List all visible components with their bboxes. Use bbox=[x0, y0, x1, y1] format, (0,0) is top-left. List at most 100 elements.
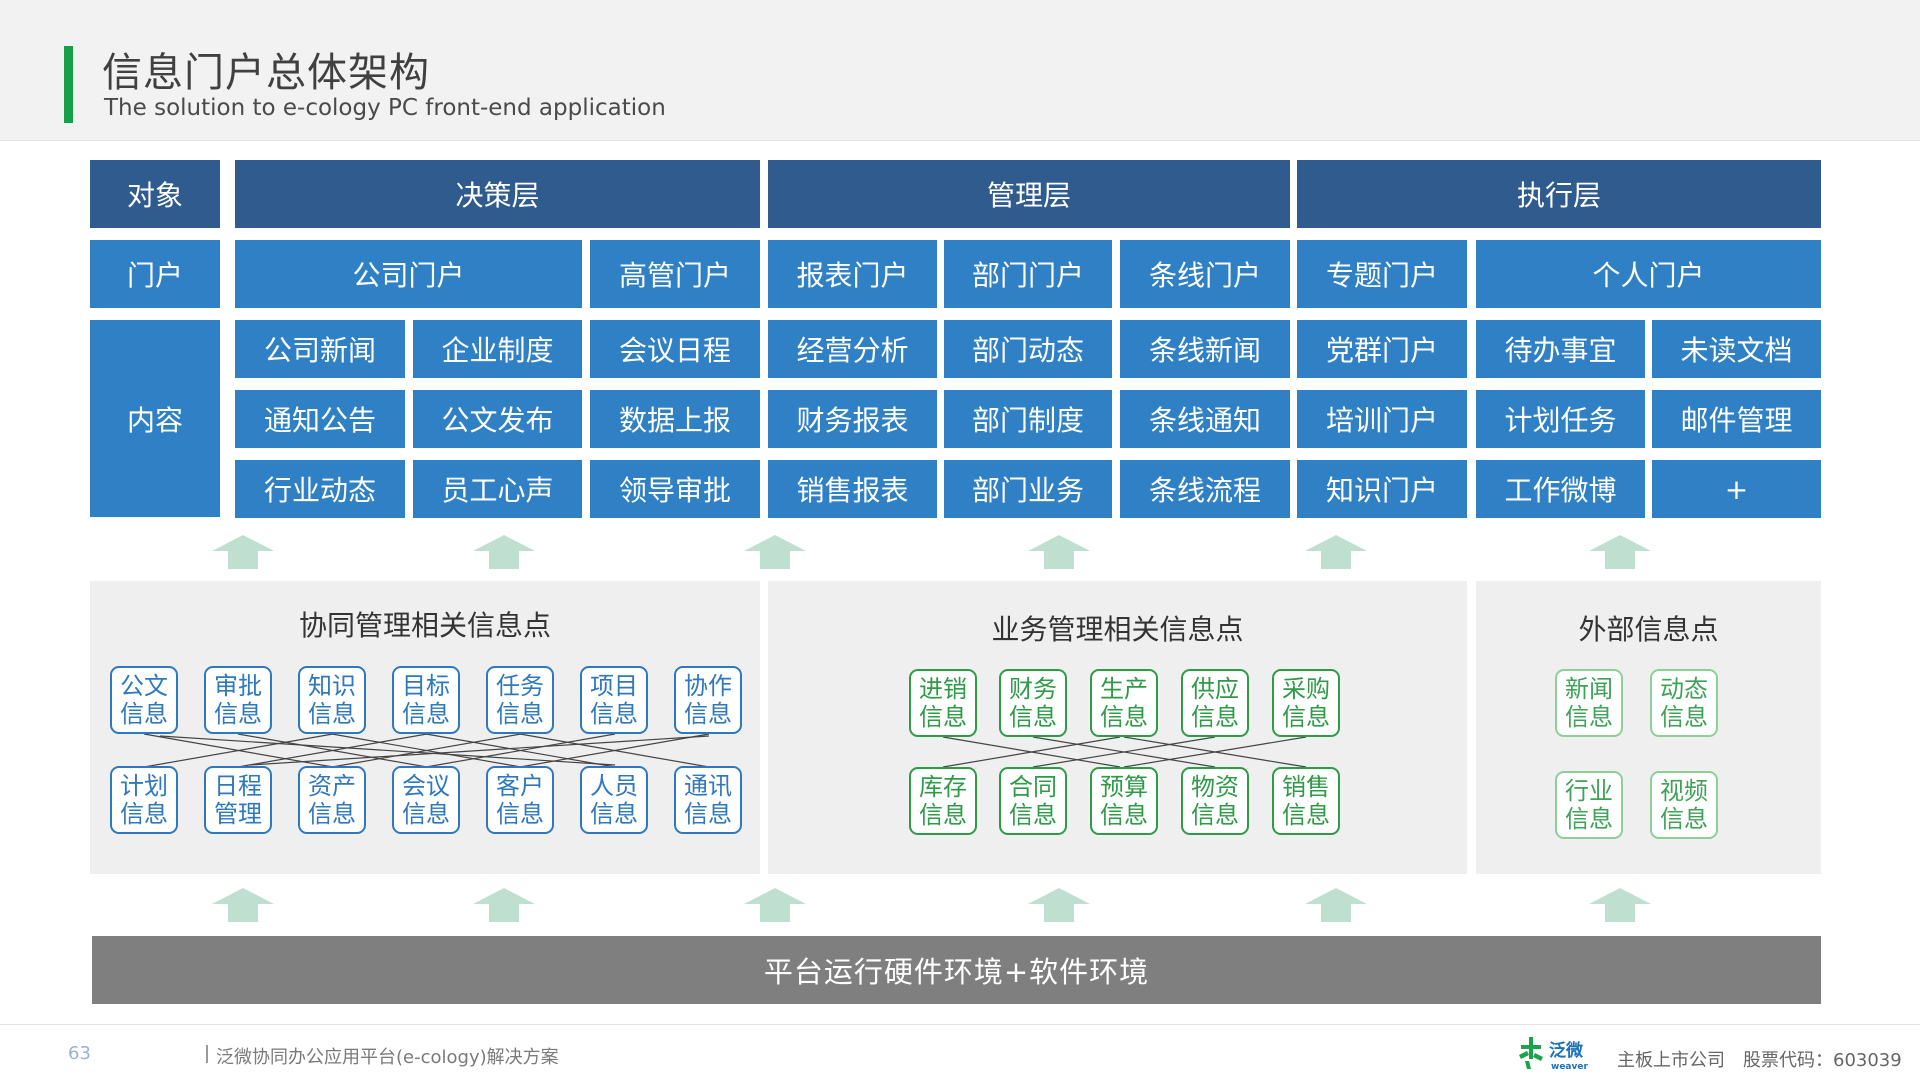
content-cell: 待办事宜 bbox=[1476, 320, 1645, 378]
portal-company: 公司门户 bbox=[235, 240, 582, 308]
arrow-up-icon bbox=[1028, 888, 1090, 922]
header: 信息门户总体架构 The solution to e-cology PC fro… bbox=[0, 0, 1920, 141]
svg-text:weaver: weaver bbox=[1551, 1062, 1588, 1072]
portal-personal: 个人门户 bbox=[1476, 240, 1821, 308]
content-cell: 员工心声 bbox=[413, 460, 582, 518]
svg-text:泛微: 泛微 bbox=[1549, 1040, 1584, 1061]
info-chip: 资产 信息 bbox=[298, 766, 366, 834]
footer-divider bbox=[0, 1024, 1920, 1025]
content-cell: 企业制度 bbox=[413, 320, 582, 378]
content-cell: 财务报表 bbox=[768, 390, 937, 448]
portal-label-cell: 门户 bbox=[90, 240, 220, 308]
info-chip: 销售 信息 bbox=[1272, 767, 1340, 835]
content-cell: 条线通知 bbox=[1120, 390, 1290, 448]
content-cell: 条线流程 bbox=[1120, 460, 1290, 518]
arrow-up-icon bbox=[1028, 535, 1090, 569]
panel-external: 外部信息点 bbox=[1476, 581, 1821, 874]
accent-bar bbox=[64, 46, 73, 123]
content-cell: 部门制度 bbox=[944, 390, 1112, 448]
layer-label-cell: 对象 bbox=[90, 160, 220, 228]
content-cell: 行业动态 bbox=[235, 460, 405, 518]
info-chip: 通讯 信息 bbox=[674, 766, 742, 834]
info-chip: 会议 信息 bbox=[392, 766, 460, 834]
arrow-up-icon bbox=[1589, 888, 1651, 922]
platform-bar: 平台运行硬件环境+软件环境 bbox=[92, 936, 1821, 1004]
info-chip: 库存 信息 bbox=[909, 767, 977, 835]
info-chip: 财务 信息 bbox=[999, 669, 1067, 737]
info-chip: 日程 管理 bbox=[204, 766, 272, 834]
portal-executive: 高管门户 bbox=[590, 240, 760, 308]
content-cell: 会议日程 bbox=[590, 320, 760, 378]
content-cell: 销售报表 bbox=[768, 460, 937, 518]
info-chip: 人员 信息 bbox=[580, 766, 648, 834]
arrow-up-icon bbox=[212, 535, 274, 569]
info-chip: 合同 信息 bbox=[999, 767, 1067, 835]
content-cell: 公司新闻 bbox=[235, 320, 405, 378]
content-cell: 部门业务 bbox=[944, 460, 1112, 518]
panel-title: 业务管理相关信息点 bbox=[991, 613, 1244, 646]
content-cell: 数据上报 bbox=[590, 390, 760, 448]
content-label-cell: 内容 bbox=[90, 320, 220, 517]
info-chip: 项目 信息 bbox=[580, 666, 648, 734]
info-chip: 任务 信息 bbox=[486, 666, 554, 734]
portal-topic: 专题门户 bbox=[1297, 240, 1467, 308]
info-chip: 物资 信息 bbox=[1181, 767, 1249, 835]
info-chip: 行业 信息 bbox=[1555, 771, 1623, 839]
content-cell: 公文发布 bbox=[413, 390, 582, 448]
info-chip: 知识 信息 bbox=[298, 666, 366, 734]
content-cell: + bbox=[1652, 460, 1821, 518]
weaver-logo: 泛微 weaver bbox=[1515, 1033, 1599, 1073]
info-chip: 公文 信息 bbox=[110, 666, 178, 734]
page-subtitle: The solution to e-cology PC front-end ap… bbox=[104, 95, 666, 121]
page-title: 信息门户总体架构 bbox=[102, 50, 430, 96]
content-cell: 党群门户 bbox=[1297, 320, 1467, 378]
info-chip: 新闻 信息 bbox=[1555, 669, 1623, 737]
info-chip: 预算 信息 bbox=[1090, 767, 1158, 835]
layer-execution: 执行层 bbox=[1297, 160, 1821, 228]
info-chip: 计划 信息 bbox=[110, 766, 178, 834]
arrow-up-icon bbox=[744, 535, 806, 569]
content-cell: 邮件管理 bbox=[1652, 390, 1821, 448]
arrow-up-icon bbox=[473, 888, 535, 922]
content-cell: 通知公告 bbox=[235, 390, 405, 448]
weaver-logo-icon: 泛微 weaver bbox=[1519, 1037, 1588, 1072]
portal-line: 条线门户 bbox=[1120, 240, 1290, 308]
content-cell: 知识门户 bbox=[1297, 460, 1467, 518]
arrow-up-icon bbox=[1305, 888, 1367, 922]
content-cell: 领导审批 bbox=[590, 460, 760, 518]
panel-title: 协同管理相关信息点 bbox=[298, 609, 551, 642]
info-chip: 视频 信息 bbox=[1650, 771, 1718, 839]
footer-doc-title: 泛微协同办公应用平台(e-cology)解决方案 bbox=[216, 1047, 559, 1068]
arrow-up-icon bbox=[212, 888, 274, 922]
layer-decision: 决策层 bbox=[235, 160, 760, 228]
content-cell: 条线新闻 bbox=[1120, 320, 1290, 378]
arrow-up-icon bbox=[744, 888, 806, 922]
content-cell: 计划任务 bbox=[1476, 390, 1645, 448]
content-cell: 经营分析 bbox=[768, 320, 937, 378]
info-chip: 供应 信息 bbox=[1181, 669, 1249, 737]
stock-code-text: 股票代码：603039 bbox=[1743, 1050, 1902, 1071]
panel-title: 外部信息点 bbox=[1578, 613, 1719, 646]
content-cell: 工作微博 bbox=[1476, 460, 1645, 518]
info-chip: 目标 信息 bbox=[392, 666, 460, 734]
info-chip: 协作 信息 bbox=[674, 666, 742, 734]
content-cell: 未读文档 bbox=[1652, 320, 1821, 378]
arrow-up-icon bbox=[473, 535, 535, 569]
content-cell: 培训门户 bbox=[1297, 390, 1467, 448]
portal-report: 报表门户 bbox=[768, 240, 937, 308]
layer-management: 管理层 bbox=[768, 160, 1290, 228]
info-chip: 采购 信息 bbox=[1272, 669, 1340, 737]
info-chip: 动态 信息 bbox=[1650, 669, 1718, 737]
info-chip: 进销 信息 bbox=[909, 669, 977, 737]
arrow-up-icon bbox=[1589, 535, 1651, 569]
page-number: 63 bbox=[68, 1043, 91, 1064]
footer-separator bbox=[206, 1045, 208, 1063]
portal-department: 部门门户 bbox=[944, 240, 1112, 308]
info-chip: 客户 信息 bbox=[486, 766, 554, 834]
arrow-up-icon bbox=[1305, 535, 1367, 569]
listed-company-text: 主板上市公司 bbox=[1617, 1050, 1725, 1071]
info-chip: 生产 信息 bbox=[1090, 669, 1158, 737]
info-chip: 审批 信息 bbox=[204, 666, 272, 734]
content-cell: 部门动态 bbox=[944, 320, 1112, 378]
